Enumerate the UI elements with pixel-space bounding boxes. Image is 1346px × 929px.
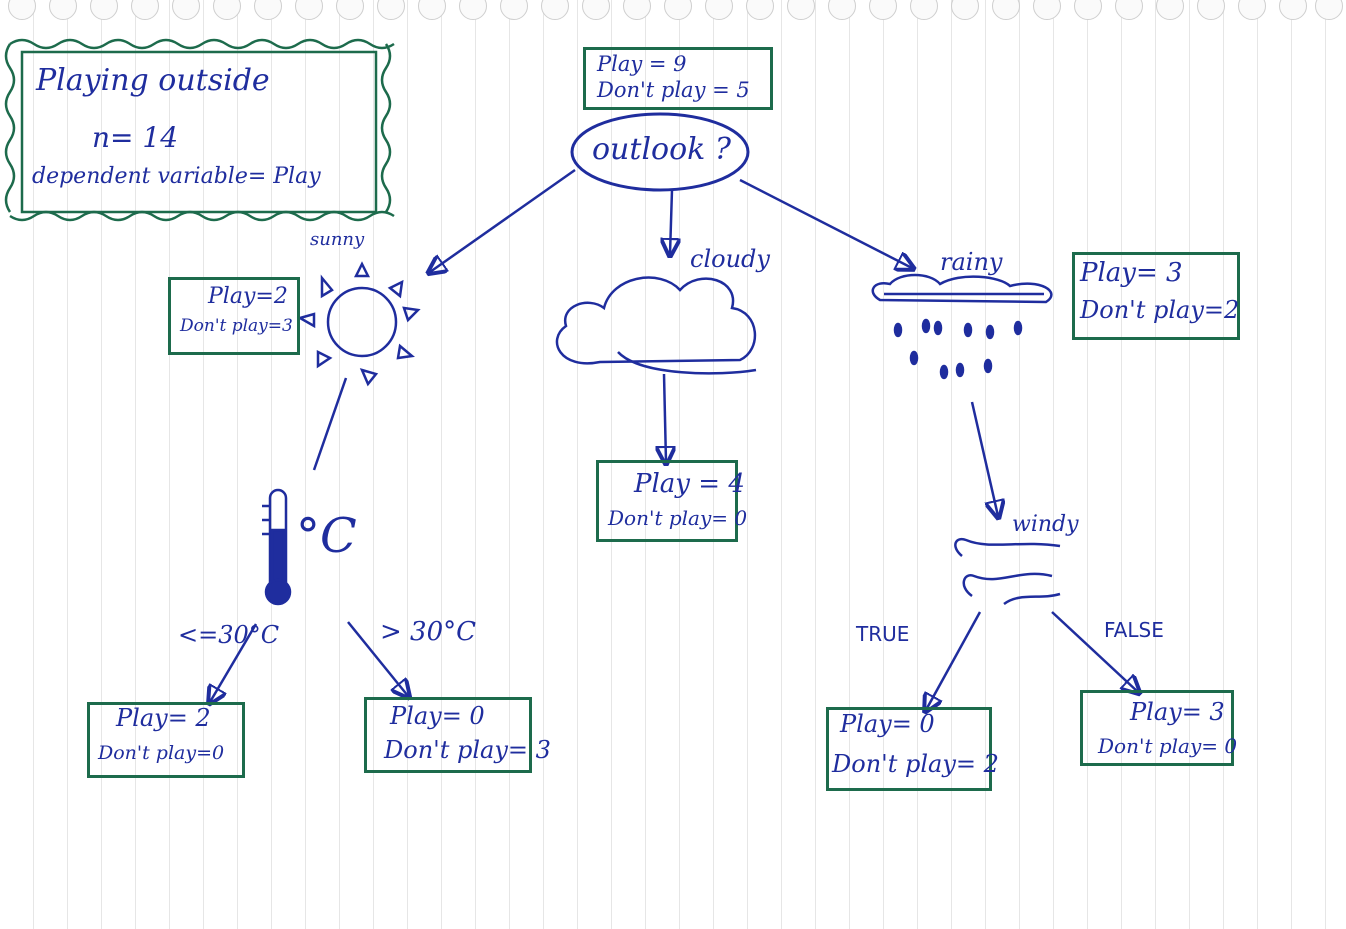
leaf-windy-false-box bbox=[1080, 690, 1234, 766]
edge-windy-false bbox=[1051, 611, 1138, 692]
root-play: Play = 9 bbox=[597, 52, 687, 76]
rainy-dont-play: Don't play=2 bbox=[1080, 296, 1240, 324]
edge-rainy-windy bbox=[970, 401, 998, 516]
info-frame bbox=[4, 38, 395, 222]
edge-cloudy-leaf bbox=[664, 373, 666, 462]
root-dont-play: Don't play = 5 bbox=[597, 78, 750, 102]
notebook-holes bbox=[0, 0, 1346, 26]
edge-temp-le bbox=[210, 623, 258, 702]
cloudy-label: cloudy bbox=[690, 245, 770, 273]
rainy-counts-box bbox=[1072, 252, 1240, 340]
sunny-dont-play: Don't play=3 bbox=[180, 316, 293, 336]
wind-icon bbox=[954, 537, 1061, 606]
sunny-counts-box bbox=[168, 277, 300, 355]
leaf-windy-true-box bbox=[826, 707, 992, 791]
leaf-gt30-play: Play= 0 bbox=[390, 702, 485, 730]
edge-temp-gt bbox=[347, 621, 408, 696]
cloudy-leaf-box bbox=[596, 460, 738, 542]
edge-label-true: TRUE bbox=[856, 622, 910, 646]
info-title: Playing outside bbox=[36, 63, 270, 98]
sunny-play: Play=2 bbox=[208, 284, 288, 309]
edge-label-le-30: <=30°C bbox=[178, 621, 280, 649]
rainy-play: Play= 3 bbox=[1080, 258, 1183, 288]
cloudy-leaf-dont-play: Don't play= 0 bbox=[608, 506, 748, 530]
leaf-windy-false-dont-play: Don't play= 0 bbox=[1098, 734, 1238, 758]
leaf-le30-play: Play= 2 bbox=[116, 704, 211, 732]
edge-outlook-rainy bbox=[739, 178, 912, 268]
temperature-unit: °C bbox=[296, 508, 357, 564]
outlook-node-label: outlook ? bbox=[592, 132, 731, 167]
windy-label: windy bbox=[1012, 512, 1079, 537]
rainy-label: rainy bbox=[940, 248, 1003, 276]
info-sample-size: n= 14 bbox=[92, 121, 179, 154]
leaf-gt30-dont-play: Don't play= 3 bbox=[384, 736, 551, 764]
leaf-windy-false-play: Play= 3 bbox=[1130, 698, 1225, 726]
edge-label-false: FALSE bbox=[1104, 618, 1164, 642]
edge-outlook-sunny bbox=[430, 168, 576, 272]
thermometer-icon bbox=[262, 488, 292, 606]
leaf-le30-box bbox=[87, 702, 245, 778]
info-dependent-variable: dependent variable= Play bbox=[32, 164, 321, 189]
edge-outlook-cloudy bbox=[670, 189, 672, 254]
cloudy-leaf-play: Play = 4 bbox=[634, 469, 745, 499]
root-counts-box bbox=[583, 47, 773, 110]
edge-label-gt-30: > 30°C bbox=[380, 617, 477, 647]
rain-icon bbox=[871, 273, 1053, 380]
cloud-icon bbox=[555, 276, 757, 375]
edge-windy-true bbox=[926, 611, 982, 710]
leaf-windy-true-play: Play= 0 bbox=[840, 710, 935, 738]
leaf-windy-true-dont-play: Don't play= 2 bbox=[832, 750, 999, 778]
edge-sunny-temp bbox=[312, 377, 348, 471]
sunny-label: sunny bbox=[310, 229, 365, 250]
sun-icon bbox=[296, 261, 421, 387]
outlook-node-ellipse bbox=[570, 112, 750, 192]
leaf-gt30-box bbox=[364, 697, 532, 773]
leaf-le30-dont-play: Don't play=0 bbox=[98, 742, 225, 764]
